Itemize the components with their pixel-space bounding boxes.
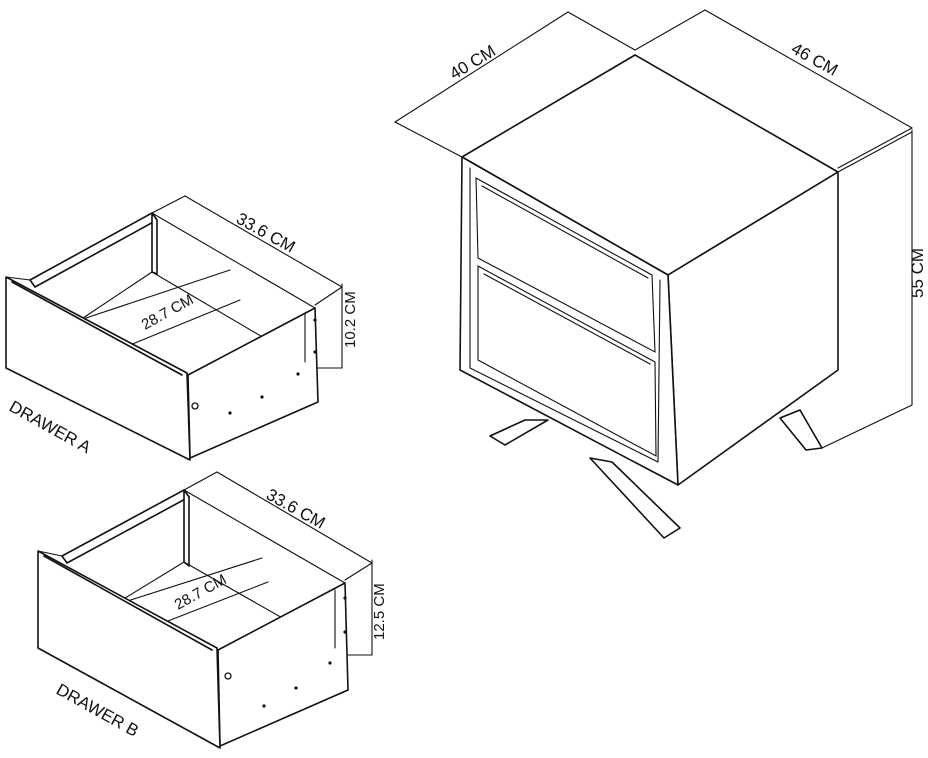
nightstand-drawer-bottom <box>477 265 657 457</box>
nightstand-width-label: 40 CM <box>446 41 499 83</box>
drawer-b-front <box>37 550 221 749</box>
nightstand-leg-front <box>589 457 681 539</box>
drawer-a-height-label: 10.2 CM <box>342 291 359 348</box>
nightstand-height-label: 55 CM <box>908 248 927 298</box>
drawer-a-side <box>187 307 319 459</box>
drawer-b-back <box>183 489 190 567</box>
drawer-b-height-label: 12.5 CM <box>371 583 388 640</box>
nightstand-front <box>459 156 679 486</box>
drawer-b-diagram: 33.6 CM 28.7 CM 12.5 CM DRAWER B <box>37 471 388 749</box>
nightstand-leg-left <box>489 419 549 446</box>
nightstand-drawer-top <box>475 177 656 353</box>
drawer-b-side <box>217 582 349 747</box>
drawer-b-depth-label: 33.6 CM <box>263 485 328 533</box>
drawer-a-depth-label: 33.6 CM <box>233 209 298 257</box>
nightstand-depth-label: 46 CM <box>788 39 841 80</box>
nightstand-diagram: 40 CM 46 CM 55 CM <box>394 9 927 539</box>
drawer-a-back <box>151 212 158 275</box>
drawer-a-front <box>5 276 191 461</box>
nightstand-leg-right-back <box>779 409 823 451</box>
drawer-a-diagram: 33.6 CM 28.7 CM 10.2 CM DRAWER A <box>5 195 359 461</box>
